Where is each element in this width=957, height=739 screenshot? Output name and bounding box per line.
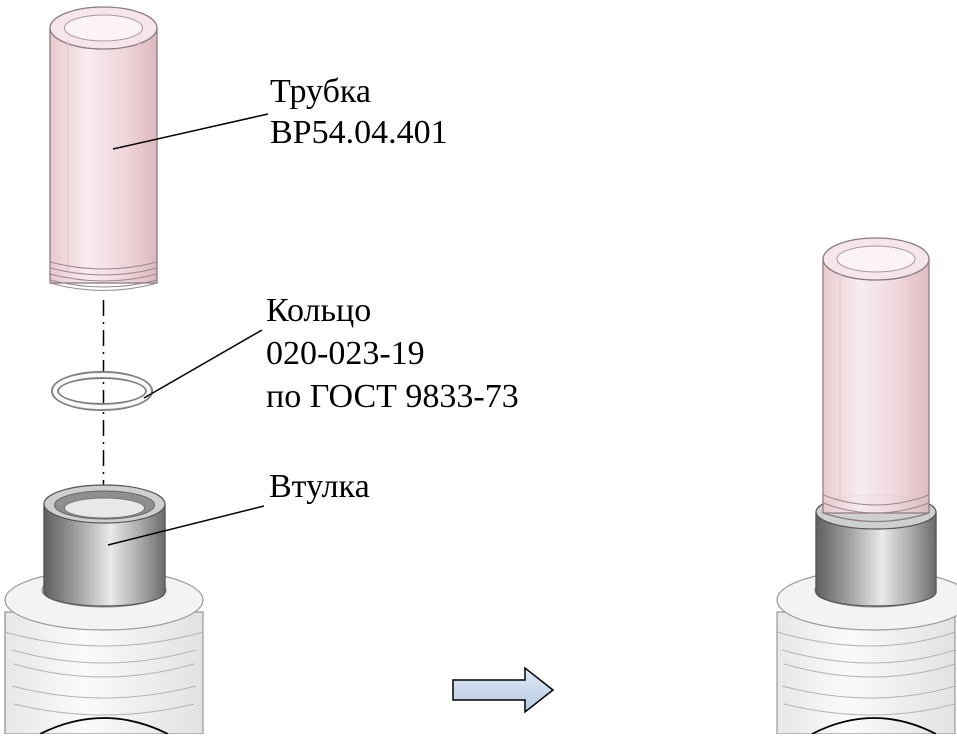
tube-part xyxy=(49,6,158,291)
label-sleeve-name: Втулка xyxy=(269,468,370,505)
label-tube-code: ВР54.04.401 xyxy=(270,114,448,151)
o-ring-part xyxy=(51,371,153,411)
sleeve-part xyxy=(41,484,167,608)
label-tube-name: Трубка xyxy=(270,73,371,110)
label-ring-name: Кольцо xyxy=(266,292,372,329)
assembled-view xyxy=(776,237,957,735)
leader-line-tube xyxy=(112,113,269,150)
leader-line-sleeve xyxy=(107,505,265,546)
label-ring-standard: по ГОСТ 9833-73 xyxy=(266,378,519,415)
assembly-arrow xyxy=(452,666,555,714)
tube-thread xyxy=(49,261,158,291)
leader-line-ring xyxy=(143,329,263,399)
label-ring-code: 020-023-19 xyxy=(266,335,425,372)
